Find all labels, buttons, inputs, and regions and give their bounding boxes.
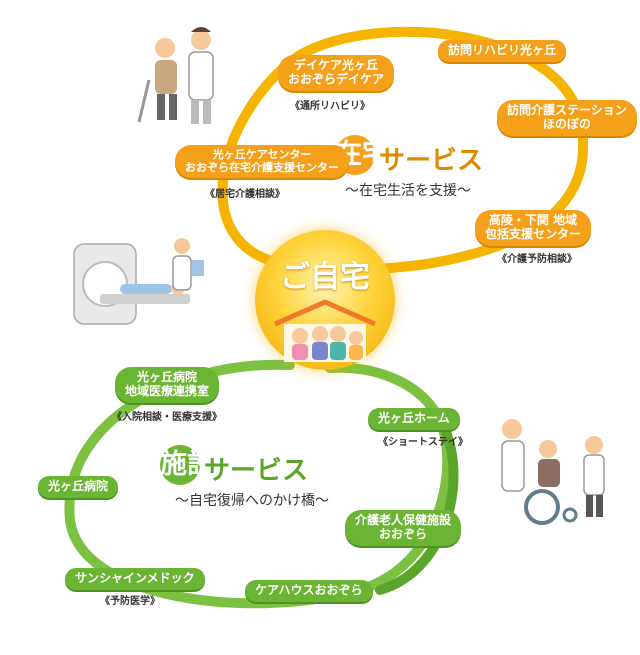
facility-item-health-facility[interactable]: 介護老人保健施設 おおぞら <box>345 510 462 546</box>
home-item-visit-care[interactable]: 訪問介護ステーション ほのぼの <box>497 100 637 136</box>
home-service-title-text: サービス <box>379 146 484 176</box>
facility-item-hospital-liaison[interactable]: 光ヶ丘病院 地域医療連携室 <box>115 367 220 403</box>
facility-item-home-shortstay[interactable]: 光ヶ丘ホーム <box>368 408 460 430</box>
facility-item-care-house[interactable]: ケアハウスおおぞら <box>245 580 373 602</box>
family-house-icon <box>273 299 377 362</box>
facility-item-hospital-liaison-note: 《入院相談・医療支援》 <box>112 412 222 423</box>
home-circle: ご自宅 <box>255 230 395 370</box>
home-service-ring <box>217 26 589 276</box>
facility-item-sunshine-medoc[interactable]: サンシャインメドック <box>65 568 205 590</box>
home-item-community-support[interactable]: 高陵・下関 地域 包括支援センター <box>475 210 592 246</box>
home-item-visit-rehab[interactable]: 訪問リハビリ光ヶ丘 <box>438 40 567 62</box>
home-item-care-center-note: 《居宅介護相談》 <box>205 189 285 200</box>
facility-service-badge: 施設 <box>160 445 214 485</box>
facility-service-caption: ～自宅復帰へのかけ橋～ <box>175 493 329 509</box>
home-service-title: 在宅サービス <box>335 135 483 177</box>
facility-service-title-text: サービス <box>204 456 309 486</box>
home-item-community-support-note: 《介護予防相談》 <box>497 254 577 265</box>
home-item-daycare-note: 《通所リハビリ》 <box>290 101 370 112</box>
facility-service-title: 施設サービス <box>160 445 308 487</box>
home-label: ご自宅 <box>280 260 370 295</box>
wheelchair-care-icon <box>501 419 605 525</box>
facility-item-home-shortstay-note: 《ショートステイ》 <box>378 437 468 448</box>
home-service-caption: ～在宅生活を支援～ <box>345 183 471 199</box>
facility-item-sunshine-medoc-note: 《予防医学》 <box>100 596 160 607</box>
ct-scanner-icon <box>73 238 204 325</box>
facility-item-hospital[interactable]: 光ヶ丘病院 <box>38 476 119 498</box>
home-item-care-center[interactable]: 光ヶ丘ケアセンター おおぞら在宅介護支援センター <box>175 145 349 179</box>
home-item-daycare[interactable]: デイケア光ヶ丘 おおぞらデイケア <box>278 55 395 91</box>
rehab-walking-icon <box>137 27 214 124</box>
